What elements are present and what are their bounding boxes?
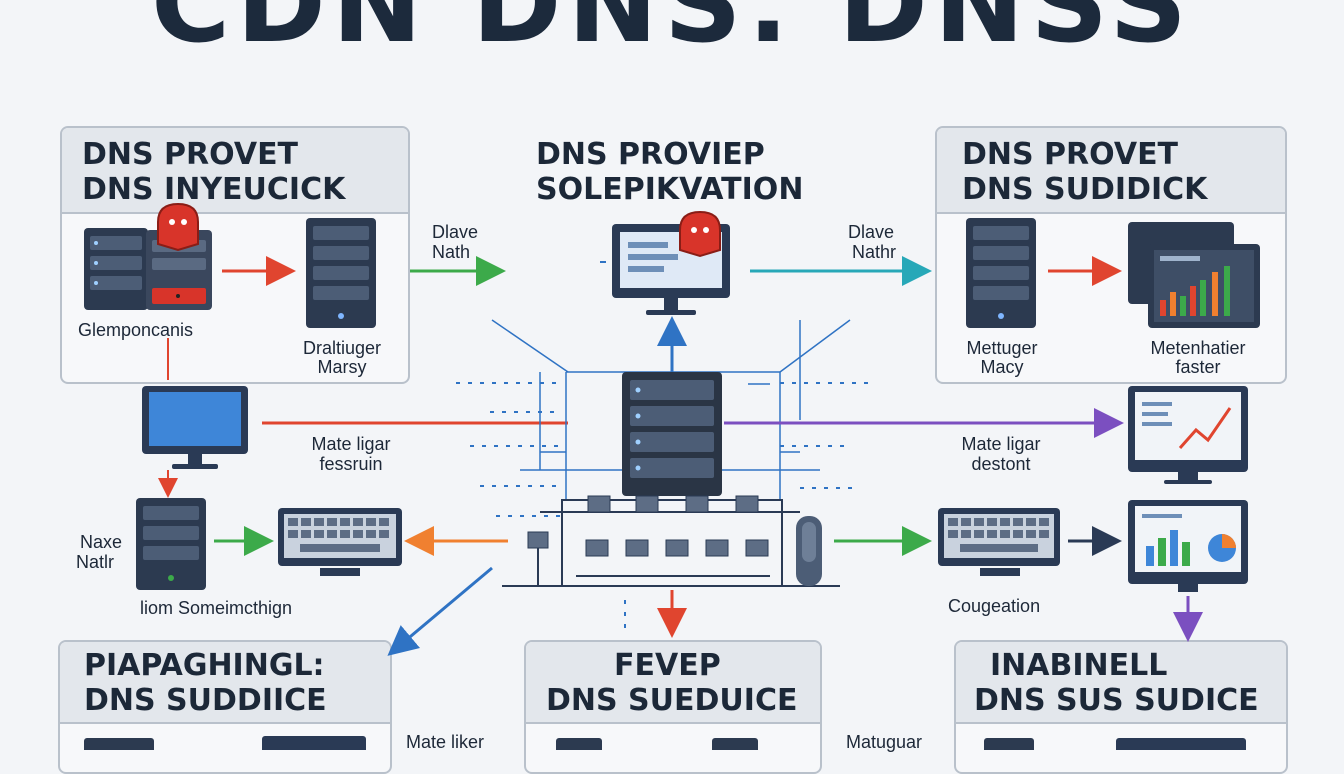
panel-bottom-right-header [956, 642, 1286, 724]
server-icon [136, 498, 206, 590]
label-draltiuger-2: Marsy [317, 357, 367, 377]
dashboard-icon [1128, 500, 1248, 592]
monitor-icon [142, 386, 248, 469]
panel-bottom-left-header [60, 642, 390, 724]
label-dlave-right-2: Nathr [852, 242, 897, 262]
diagram-canvas [84, 202, 1260, 750]
label-dlave-left-2: Nath [432, 242, 471, 262]
label-mate-likker: Mate liker [406, 732, 485, 752]
server-icon [984, 738, 1034, 750]
panel-bottom-center-title-2: DNS SUEDUICE [546, 683, 798, 718]
label-mettuger-1: Mettuger [966, 338, 1038, 358]
network-hub-icon [502, 495, 840, 587]
panel-top-center-title-2: SOLEPIKVATION [536, 172, 804, 207]
label-dlave-right-1: Dlave [848, 222, 895, 242]
panel-top-left-header [62, 128, 408, 214]
label-mate-left-2: fessruin [319, 454, 383, 474]
dashboard-icon [1128, 222, 1260, 328]
monitor-icon [1116, 738, 1246, 750]
panel-top-left-title-2: DNS INYEUCICK [82, 172, 346, 207]
label-metenhatier-1: Metenhatier [1150, 338, 1246, 358]
server-icon [622, 372, 722, 496]
alert-badge-icon [157, 202, 199, 252]
server-icon [966, 218, 1036, 328]
server-icon [306, 218, 376, 328]
panel-bottom-left-title-1: PIAPAGHINGL: [84, 648, 325, 683]
panel-bottom-right-title-1: INABINELL [990, 648, 1168, 683]
label-matuguar: Matuguar [846, 732, 923, 752]
signal-dashes [456, 382, 870, 630]
label-naxe-2: Natlr [76, 552, 115, 572]
panel-bottom-left-title-2: DNS SUDDIICE [84, 683, 327, 718]
keyboard-icon [278, 508, 402, 576]
barrier-icon [796, 516, 822, 586]
page-title: CDN DNS. DNSS [150, 0, 1194, 67]
keyboard-icon [938, 508, 1060, 576]
panel-top-center-title-1: DNS PROVIEP [536, 137, 765, 172]
label-cougeation: Cougeation [948, 596, 1041, 616]
server-icon [556, 738, 602, 750]
server-icon [146, 230, 212, 310]
panel-bottom-right-title-2: DNS SUS SUDICE [974, 683, 1259, 718]
arrow [387, 566, 493, 656]
panel-top-right-header [937, 128, 1285, 214]
server-icon [84, 738, 154, 750]
dashboard-icon [1128, 386, 1248, 484]
panel-bottom-center-header [526, 642, 820, 724]
panel-top-right-title-1: DNS PROVET [962, 137, 1179, 172]
label-mate-left-1: Mate ligar [311, 434, 391, 454]
server-icon [84, 228, 148, 310]
label-mate-right-2: destont [971, 454, 1031, 474]
label-naxe-1: Naxe [80, 532, 123, 552]
label-mate-right-1: Mate ligar [961, 434, 1041, 454]
label-dlave-left-1: Dlave [432, 222, 479, 242]
label-liom: liom Someimcthign [140, 598, 293, 618]
alert-badge-icon [679, 210, 721, 258]
label-glemponcanis: Glemponcanis [78, 320, 194, 340]
monitor-icon [262, 736, 366, 750]
label-draltiuger-1: Draltiuger [302, 338, 382, 358]
server-icon [712, 738, 758, 750]
panel-top-right-title-2: DNS SUDIDICK [962, 172, 1208, 207]
label-mettuger-2: Macy [980, 357, 1024, 377]
panel-bottom-center-title-1: FEVEP [614, 648, 721, 683]
panel-top-left-title-1: DNS PROVET [82, 137, 299, 172]
label-metenhatier-2: faster [1175, 357, 1221, 377]
